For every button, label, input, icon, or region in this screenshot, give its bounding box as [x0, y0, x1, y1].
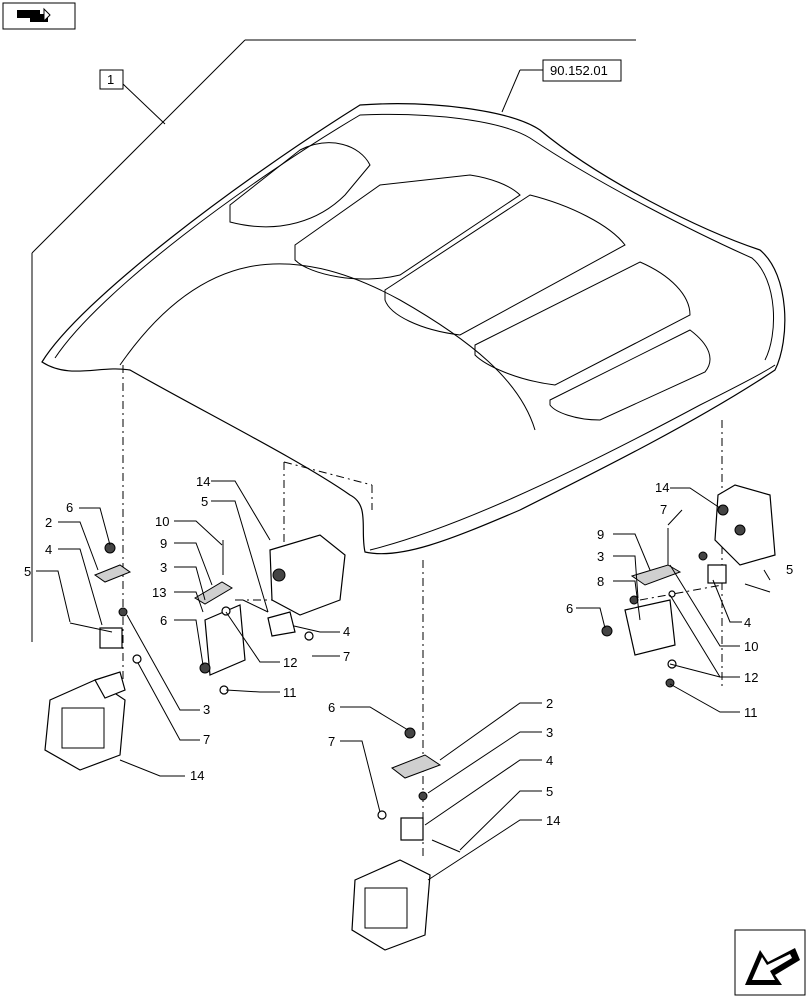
- callout: 9: [597, 527, 604, 542]
- plate-bottom: [390, 754, 442, 779]
- callout: 5: [201, 494, 208, 509]
- bracket-right: [624, 599, 676, 656]
- work-lamp-mid: [269, 534, 346, 616]
- bracket-bottom: [400, 817, 424, 841]
- roof-window-3: [384, 194, 626, 336]
- callout: 3: [203, 702, 210, 717]
- roof-window-5: [549, 329, 711, 421]
- callout: 14: [190, 768, 204, 783]
- callout: 2: [45, 515, 52, 530]
- reference-box: 90.152.01: [501, 59, 622, 113]
- callout: 3: [546, 725, 553, 740]
- work-lamp-bottom: [351, 859, 431, 951]
- callout: 7: [203, 732, 210, 747]
- bracket-mid: [204, 604, 246, 676]
- bottom-lamp-assembly: [351, 727, 461, 951]
- callout: 5: [546, 784, 553, 799]
- callout: 4: [744, 615, 751, 630]
- svg-text:1: 1: [107, 72, 114, 87]
- callout: 6: [328, 700, 335, 715]
- roof-window-1: [229, 142, 371, 228]
- roof-window-2: [294, 174, 521, 280]
- callout: 6: [66, 500, 73, 515]
- callout: 8: [597, 574, 604, 589]
- callout: 2: [546, 696, 553, 711]
- callout: 9: [160, 536, 167, 551]
- callout: 4: [343, 624, 350, 639]
- callout: 5: [786, 562, 793, 577]
- cab-roof-panel: [41, 103, 786, 555]
- left-lamp-assembly: [44, 542, 142, 771]
- right-lamp-assembly: [601, 484, 776, 688]
- middle-lamp-assembly: [194, 534, 346, 695]
- callout: 11: [744, 705, 758, 720]
- catalog-back-icon[interactable]: [2, 2, 76, 30]
- leader-lines: [36, 480, 771, 881]
- nut-left: [104, 542, 116, 554]
- callout: 12: [283, 655, 297, 670]
- mount-plate-left: [93, 564, 132, 583]
- bracket-left: [99, 627, 123, 649]
- roof-inner-arch: [119, 263, 536, 431]
- callout: 10: [744, 639, 758, 654]
- callout: 4: [45, 542, 52, 557]
- centerlines: [122, 365, 723, 860]
- roof-window-4: [474, 261, 691, 386]
- washer-left: [118, 607, 128, 617]
- callout: 4: [546, 753, 553, 768]
- callout: 6: [160, 613, 167, 628]
- callout: 7: [328, 734, 335, 749]
- callout: 14: [546, 813, 560, 828]
- callout: 12: [744, 670, 758, 685]
- callout: 3: [597, 549, 604, 564]
- plate-right: [630, 564, 682, 586]
- callout: 6: [566, 601, 573, 616]
- svg-text:90.152.01: 90.152.01: [550, 63, 608, 78]
- bracket-mid-4: [267, 611, 296, 637]
- assembly-number-box: 1: [99, 69, 124, 90]
- spacer-left: [132, 654, 142, 664]
- callouts: 6 2 4 5 3 7 14 14 5 10 9 3 13 6 4 7 12 1…: [24, 474, 793, 828]
- bolt-left: [69, 622, 113, 633]
- callout: 14: [196, 474, 210, 489]
- callout: 14: [655, 480, 669, 495]
- callout: 7: [343, 649, 350, 664]
- callout: 5: [24, 564, 31, 579]
- callout: 10: [155, 514, 169, 529]
- assembly-bracket: [31, 39, 636, 642]
- next-page-arrow-icon[interactable]: [734, 929, 806, 996]
- callout: 13: [152, 585, 166, 600]
- callout: 11: [283, 685, 297, 700]
- callout: 7: [660, 502, 667, 517]
- callout: 3: [160, 560, 167, 575]
- work-lamp-right: [714, 484, 776, 566]
